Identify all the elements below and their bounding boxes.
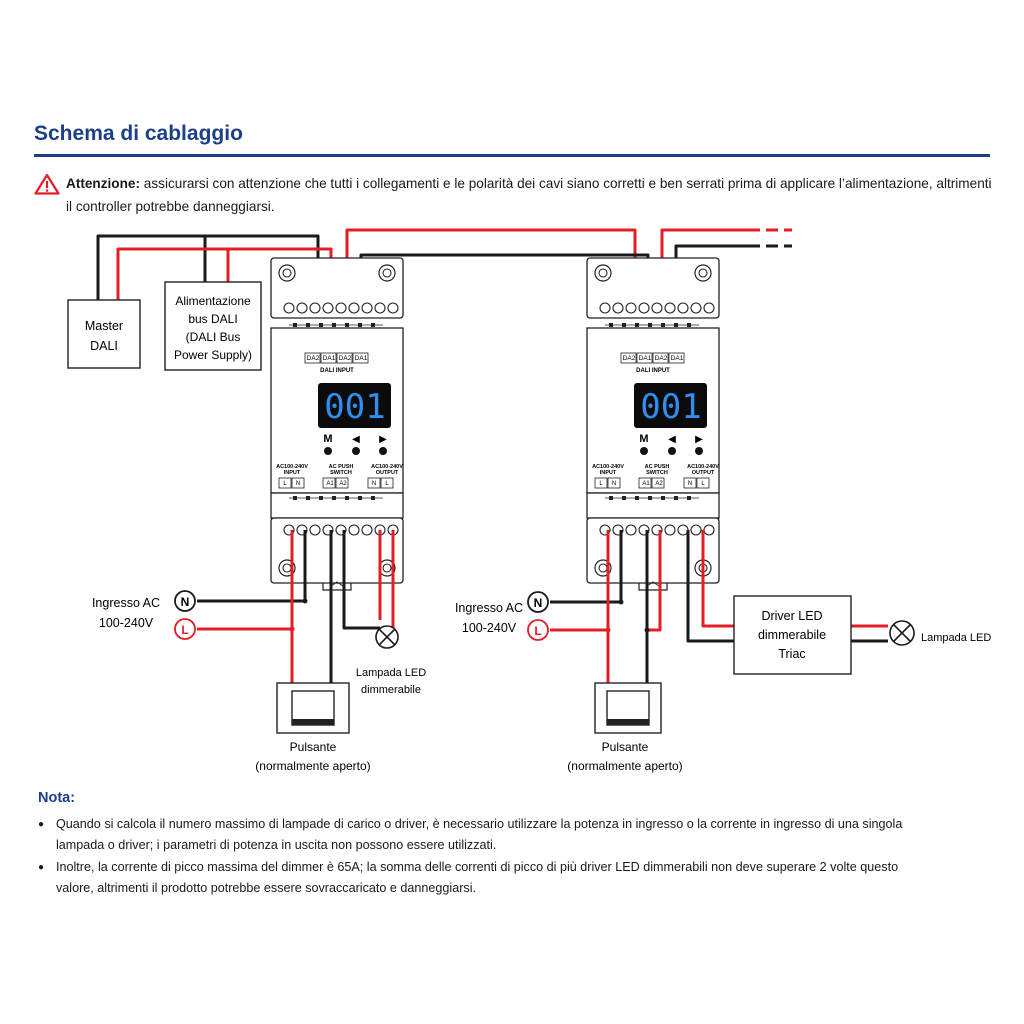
mode-button-label: M	[639, 433, 648, 445]
lamp-right-label: Lampada LED	[921, 632, 991, 644]
svg-text:Triac: Triac	[778, 647, 805, 661]
neutral-terminal-icon	[527, 591, 549, 613]
svg-text:Master: Master	[85, 319, 123, 333]
svg-text:L: L	[283, 481, 287, 487]
note-item: Inoltre, la corrente di picco massima de…	[38, 857, 938, 899]
svg-text:bus DALI: bus DALI	[188, 312, 237, 326]
svg-text:Ingresso AC: Ingresso AC	[455, 601, 523, 615]
lamp-icon	[889, 620, 915, 646]
warning-label: Attenzione:	[66, 176, 141, 191]
module-left-labels: DA2 DA1 DA2 DA1 DALI INPUT 001 M ◀ ▶ AC1…	[276, 355, 403, 487]
svg-text:SWITCH: SWITCH	[646, 470, 668, 476]
svg-text:Alimentazione: Alimentazione	[175, 294, 251, 308]
svg-text:L: L	[385, 481, 389, 487]
warning-block: Attenzione: assicurarsi con attenzione c…	[34, 172, 994, 218]
terminal-label: DA2	[307, 355, 320, 362]
button-left-label: Pulsante	[290, 740, 337, 754]
notes-list: Quando si calcola il numero massimo di l…	[38, 814, 938, 900]
terminal-label: DA1	[671, 355, 684, 362]
svg-text:A1: A1	[326, 481, 334, 487]
svg-text:(normalmente aperto): (normalmente aperto)	[567, 759, 682, 773]
svg-text:A1: A1	[642, 481, 650, 487]
svg-text:L: L	[181, 623, 188, 637]
neutral-terminal-icon	[174, 590, 196, 612]
mode-button-label: M	[323, 433, 332, 445]
output-label: AC100-240V	[371, 464, 403, 470]
left-arrow-icon: ◀	[668, 434, 676, 445]
display-readout: 001	[324, 387, 385, 427]
master-dali-box: Master DALI	[67, 299, 141, 369]
ac-input-left: Ingresso AC 100-240V N L	[92, 590, 196, 640]
svg-text:100-240V: 100-240V	[462, 621, 517, 635]
wiring-diagram: DA2 DA1 DA2 DA1 DALI INPUT 001 M ◀ ▶ AC1…	[67, 228, 991, 773]
terminal-label: DA1	[355, 355, 368, 362]
live-terminal-icon	[527, 619, 549, 641]
svg-text:Driver LED: Driver LED	[761, 609, 822, 623]
svg-text:dimmerabile: dimmerabile	[361, 684, 421, 696]
svg-text:100-240V: 100-240V	[99, 616, 154, 630]
svg-text:A2: A2	[655, 481, 663, 487]
svg-text:L: L	[599, 481, 603, 487]
push-button-right	[594, 682, 662, 734]
svg-text:dimmerabile: dimmerabile	[758, 628, 826, 642]
svg-text:SWITCH: SWITCH	[330, 470, 352, 476]
page-title: Schema di cablaggio	[34, 122, 243, 145]
svg-text:N: N	[181, 595, 190, 609]
svg-text:N: N	[296, 481, 300, 487]
svg-text:L: L	[534, 624, 541, 638]
dali-input-label: DALI INPUT	[320, 368, 354, 374]
input-label: AC100-240V	[592, 464, 624, 470]
svg-text:Ingresso AC: Ingresso AC	[92, 596, 160, 610]
notes-title: Nota:	[38, 790, 76, 806]
output-label: AC100-240V	[687, 464, 719, 470]
svg-text:N: N	[612, 481, 616, 487]
module-right-labels: DA2 DA1 DA2 DA1 DALI INPUT 001 M ◀ ▶ AC1…	[592, 355, 719, 487]
title-divider	[34, 154, 990, 157]
svg-text:(normalmente aperto): (normalmente aperto)	[255, 759, 370, 773]
triac-driver-box: Driver LED dimmerabile Triac	[733, 595, 852, 675]
switch-label: AC PUSH	[645, 464, 670, 470]
right-arrow-icon: ▶	[379, 434, 387, 445]
svg-text:INPUT: INPUT	[284, 470, 301, 476]
terminal-label: DA1	[639, 355, 652, 362]
display-readout: 001	[640, 387, 701, 427]
left-arrow-icon: ◀	[352, 434, 360, 445]
svg-text:N: N	[534, 596, 543, 610]
svg-text:Power Supply): Power Supply)	[174, 348, 252, 362]
terminal-label: DA2	[623, 355, 636, 362]
terminal-label: DA1	[323, 355, 336, 362]
svg-text:A2: A2	[339, 481, 347, 487]
note-item: Quando si calcola il numero massimo di l…	[38, 814, 938, 856]
lamp-icon	[375, 625, 399, 649]
switch-label: AC PUSH	[329, 464, 354, 470]
right-arrow-icon: ▶	[695, 434, 703, 445]
svg-text:DALI: DALI	[90, 339, 118, 353]
live-terminal-icon	[174, 618, 196, 640]
terminal-label: DA2	[655, 355, 668, 362]
dali-bus-power-supply-box: Alimentazione bus DALI (DALI Bus Power S…	[164, 281, 262, 371]
button-right-label: Pulsante	[602, 740, 649, 754]
svg-text:OUTPUT: OUTPUT	[376, 470, 399, 476]
push-button-left	[276, 682, 350, 734]
warning-icon	[34, 173, 60, 195]
warning-text: assicurarsi con attenzione che tutti i c…	[66, 176, 992, 214]
svg-text:(DALI Bus: (DALI Bus	[186, 330, 241, 344]
ac-input-right: Ingresso AC 100-240V N L	[455, 591, 549, 641]
svg-text:N: N	[372, 481, 376, 487]
terminal-label: DA2	[339, 355, 352, 362]
input-label: AC100-240V	[276, 464, 308, 470]
lamp-left-label: Lampada LED	[356, 667, 426, 679]
svg-text:L: L	[701, 481, 705, 487]
svg-text:N: N	[688, 481, 692, 487]
svg-text:INPUT: INPUT	[600, 470, 617, 476]
svg-text:OUTPUT: OUTPUT	[692, 470, 715, 476]
dali-input-label: DALI INPUT	[636, 368, 670, 374]
